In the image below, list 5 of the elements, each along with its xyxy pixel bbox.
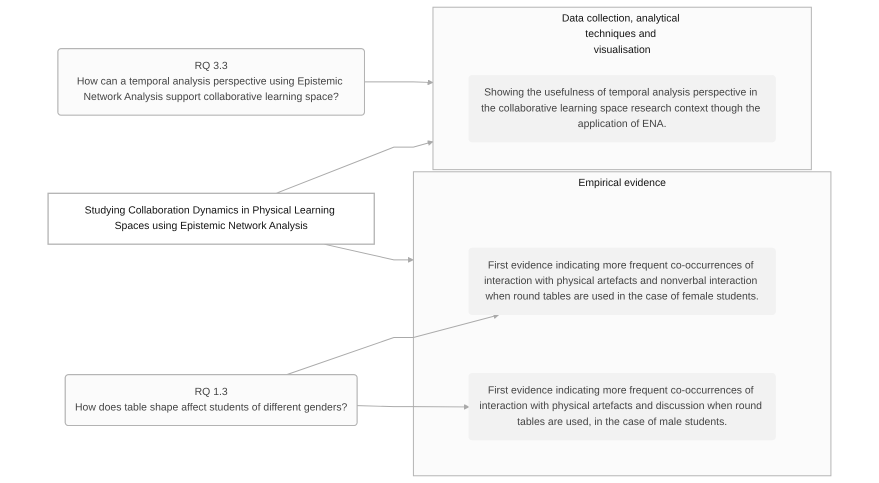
arrow [356, 404, 470, 410]
arrow [364, 80, 434, 86]
arrow [285, 314, 499, 376]
node-box: Studying Collaboration Dynamics in Physical Learning Spaces using Epistemic Network Analysis [47, 192, 375, 245]
arrow [276, 140, 434, 194]
